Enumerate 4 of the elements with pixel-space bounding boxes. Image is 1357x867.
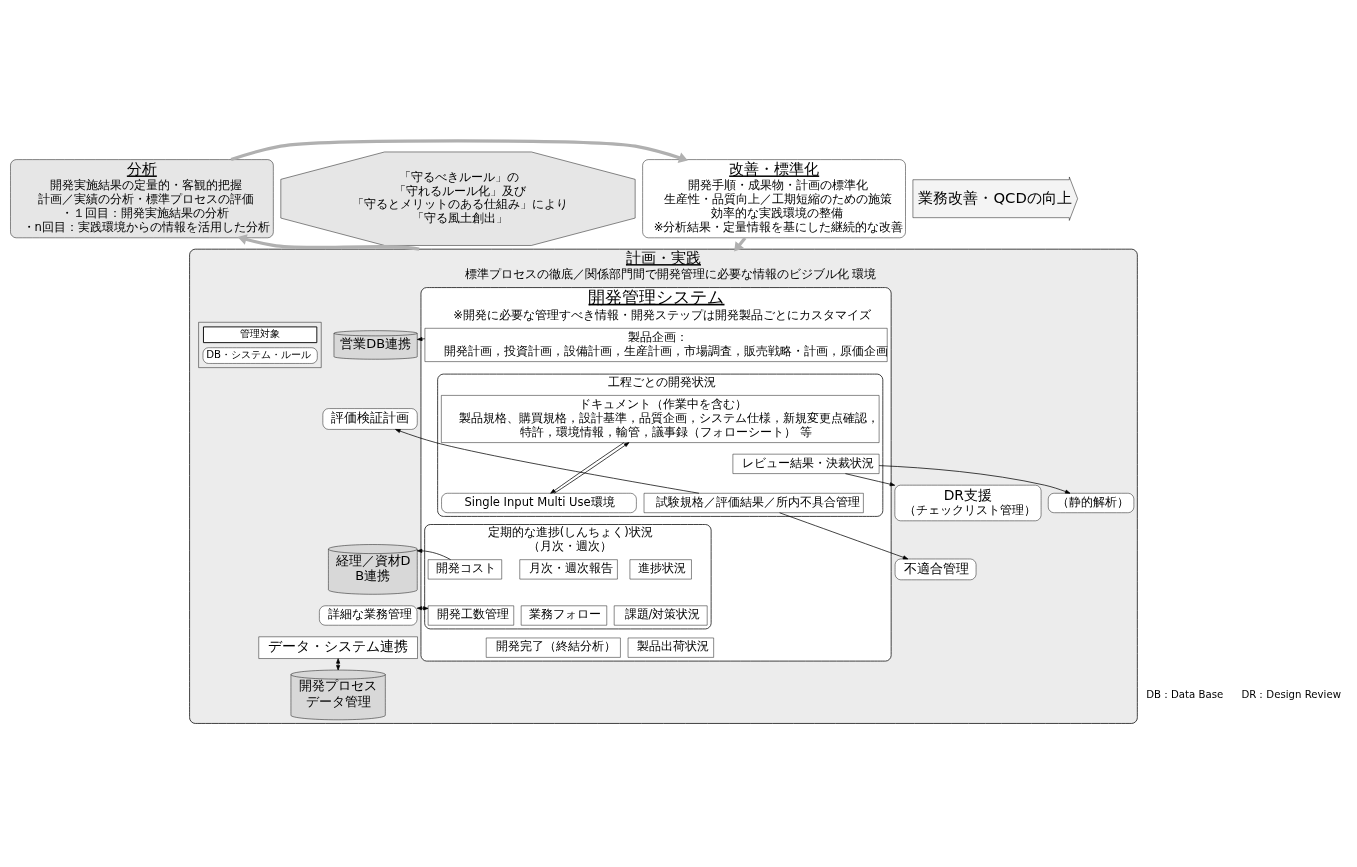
legend-label: 管理対象: [239, 327, 280, 339]
label: DR：Design Review: [1241, 688, 1342, 700]
label: DB：Data Base: [1146, 688, 1224, 700]
legend-label: DB・システム・ルール: [206, 348, 312, 360]
